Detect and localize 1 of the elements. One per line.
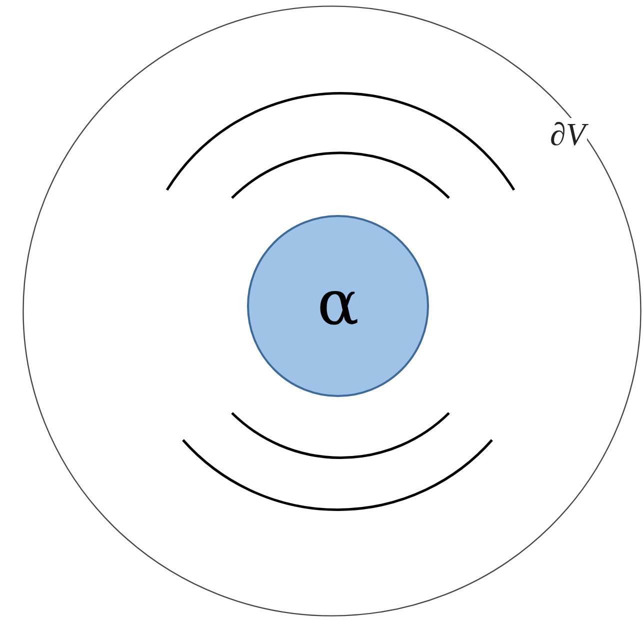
symbol-label: α	[317, 272, 359, 334]
